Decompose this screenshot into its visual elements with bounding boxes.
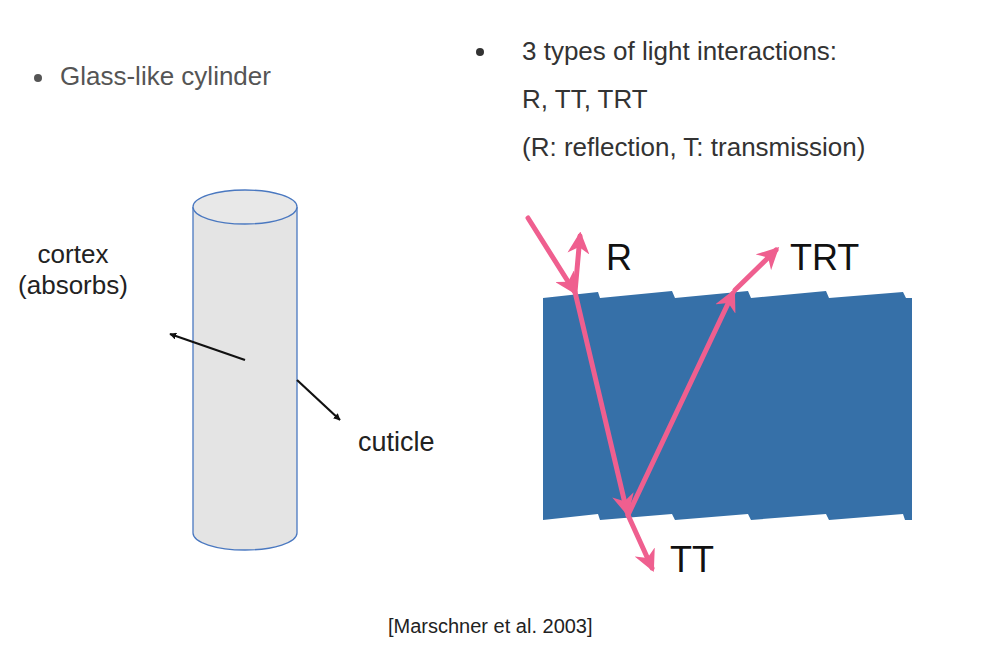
hair-cylinder: [193, 190, 297, 550]
bullet-text: (R: reflection, T: transmission): [522, 132, 865, 163]
light-paths: [528, 218, 776, 568]
hair-fiber: [543, 291, 912, 520]
bullet-text: 3 types of light interactions:: [522, 36, 837, 67]
bullet: [34, 74, 42, 82]
bullet-text: R, TT, TRT: [522, 84, 648, 115]
bullet: [476, 48, 484, 56]
part-name: cortex (absorbs): [2, 239, 144, 301]
path-label: TT: [670, 538, 714, 581]
path-label: TRT: [790, 236, 859, 279]
leader-line: [297, 380, 340, 420]
part-name: cuticle: [358, 426, 435, 458]
leader-line: [170, 334, 245, 360]
path-label: R: [606, 236, 632, 279]
bullet-text: Glass-like cylinder: [60, 61, 271, 92]
citation: [Marschner et al. 2003]: [388, 614, 593, 638]
